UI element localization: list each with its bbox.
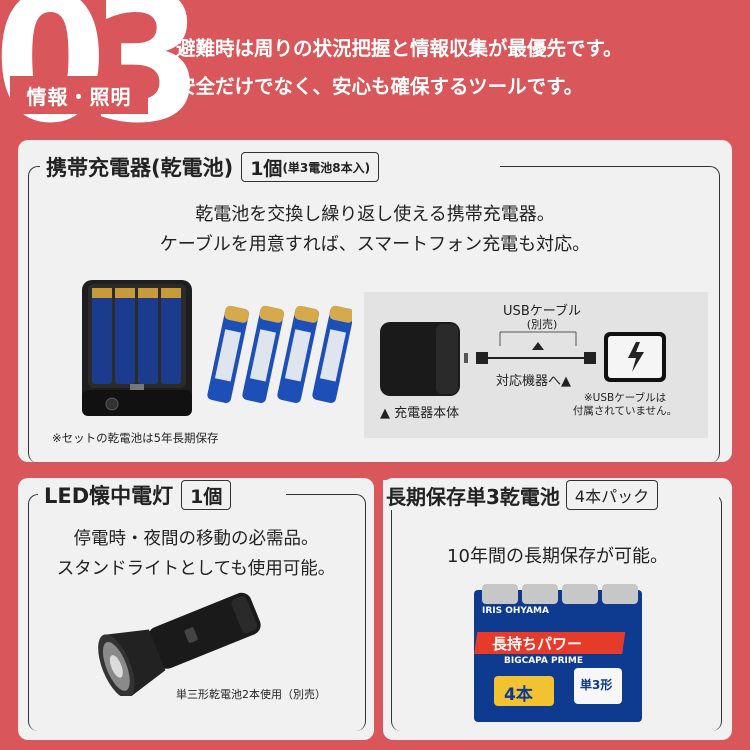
flashlight-description: 停電時・夜間の移動の必需品。 スタンドライトとしても使用可能。 bbox=[18, 524, 374, 584]
category-label: 情報・照明 bbox=[10, 76, 148, 114]
flashlight-qty-box: 1個 bbox=[181, 480, 232, 510]
charger-body-label: ▲ 充電器本体 bbox=[380, 406, 460, 421]
flashlight-desc-line-2: スタンドライトとしても使用可能。 bbox=[56, 559, 336, 579]
battery-pack-image: IRIS OHYAMA 長持ちパワー BIGCAPA PRIME 4本 単3形 bbox=[474, 584, 642, 722]
charger-description: 乾電池を交換し繰り返し使える携帯充電器。 ケーブルを用意すれば、スマートフォン充… bbox=[18, 200, 732, 260]
charger-title-row: 携帯充電器(乾電池) 1個(単3電池8本入) bbox=[46, 152, 380, 182]
pack-sub: BIGCAPA PRIME bbox=[504, 656, 584, 666]
charger-product-image bbox=[82, 280, 192, 416]
usb-note-line-1: ※USBケーブルは bbox=[583, 392, 667, 404]
pack-headline: 長持ちパワー bbox=[492, 635, 583, 653]
charger-qty: 1個 bbox=[250, 157, 283, 180]
pack-count: 4本 bbox=[504, 685, 533, 705]
intro-line-2: 安全だけでなく、安心も確保するツールです。 bbox=[176, 75, 584, 98]
battery-pack-title: 長期保存単3乾電池 bbox=[386, 484, 560, 509]
charger-desc-line-2: ケーブルを用意すれば、スマートフォン充電も対応。 bbox=[159, 234, 591, 255]
charger-title: 携帯充電器(乾電池) bbox=[46, 156, 234, 180]
charger-qty-note: (単3電池8本入) bbox=[282, 160, 371, 175]
flashlight-note: 単三形乾電池2本使用（別売） bbox=[176, 688, 326, 701]
usb-diagram-graphic bbox=[380, 322, 666, 396]
flashlight-qty: 1個 bbox=[190, 485, 223, 508]
charger-qty-box: 1個(単3電池8本入) bbox=[241, 152, 380, 182]
usb-note-line-2: 付属されていません。 bbox=[572, 405, 678, 417]
usb-cable-label: USBケーブル bbox=[503, 304, 581, 319]
pack-size: 単3形 bbox=[580, 678, 613, 692]
intro-line-1: 避難時は周りの状況把握と情報収集が最優先です。 bbox=[176, 37, 623, 60]
flashlight-title-row: LED懐中電灯 1個 bbox=[44, 480, 232, 510]
flashlight-title: LED懐中電灯 bbox=[44, 484, 174, 508]
loose-batteries-image bbox=[207, 305, 352, 403]
flashlight-image bbox=[98, 592, 261, 696]
device-label: 対応機器へ▲ bbox=[496, 374, 571, 389]
charger-desc-line-1: 乾電池を交換し繰り返し使える携帯充電器。 bbox=[195, 204, 555, 225]
intro-text: 避難時は周りの状況把握と情報収集が最優先です。 安全だけでなく、安心も確保するツ… bbox=[176, 30, 623, 106]
battery-pack-description: 10年間の長期保存が可能。 bbox=[447, 546, 668, 567]
battery-pack-qty-box: 4本パック bbox=[565, 480, 659, 510]
usb-cable-sub: (別売) bbox=[526, 318, 558, 331]
section-number: 03 bbox=[0, 0, 203, 148]
battery-pack-qty: 4本パック bbox=[574, 487, 650, 506]
pack-brand: IRIS OHYAMA bbox=[482, 606, 549, 616]
usb-diagram: USBケーブル (別売) 対応機器へ▲ ▲ 充電器本体 ※USBケーブルは 付属… bbox=[364, 292, 708, 438]
battery-note: ※セットの乾電池は5年長期保存 bbox=[52, 431, 219, 445]
battery-pack-title-row: 長期保存単3乾電池 4本パック bbox=[386, 480, 659, 510]
flashlight-panel bbox=[18, 478, 374, 740]
flashlight-desc-line-1: 停電時・夜間の移動の必需品。 bbox=[73, 529, 319, 549]
usb-note: ※USBケーブルは 付属されていません。 bbox=[560, 392, 690, 418]
